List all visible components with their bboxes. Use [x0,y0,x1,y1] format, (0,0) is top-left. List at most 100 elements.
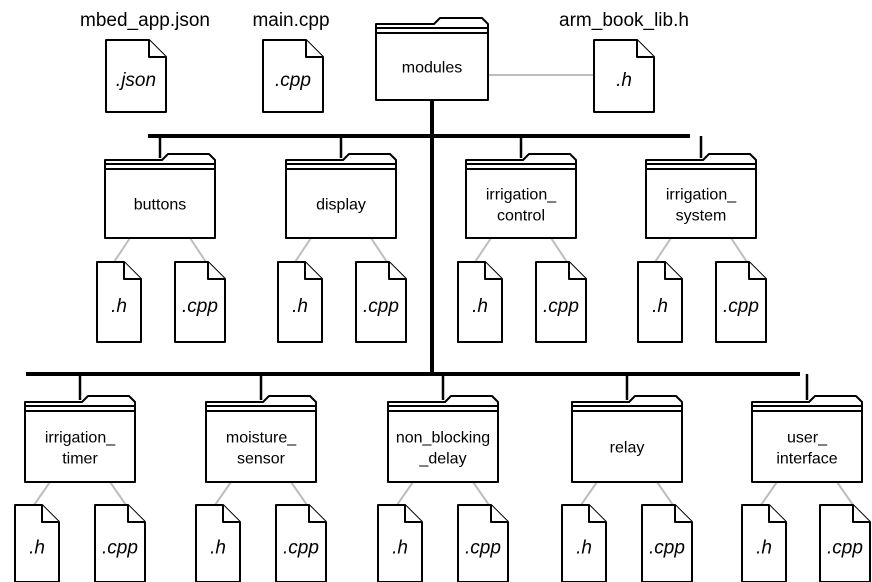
file-extension-label: .cpp [723,296,759,317]
folder-icon [751,405,863,483]
row1-folder[interactable]: display [285,153,397,239]
file-connector [474,237,492,263]
file-connector [33,481,51,506]
folder-label: relay [610,440,645,457]
folder-icon [465,163,577,239]
top-file[interactable]: .h [593,39,655,113]
file-extension-label: .h [210,538,226,559]
row1-file-cpp[interactable]: .cpp [535,261,587,343]
folder-label-line1: moisture_ [226,430,297,447]
file-icon [561,504,607,582]
file-connector [396,481,414,506]
file-icon [715,261,767,343]
top-file-name: arm_book_lib.h [559,10,689,31]
folder-label-line1: non_blocking [396,430,490,447]
row2-folder[interactable]: irrigation_timer [24,395,136,483]
file-corner-fold [490,505,508,523]
row1-file-cpp[interactable]: .cpp [174,261,226,343]
row1-folder[interactable]: irrigation_control [465,153,577,239]
folder-label: buttons [134,197,186,214]
file-extension-label: .cpp [182,296,218,317]
top-file[interactable]: .json [105,39,167,113]
folder-tab-icon [375,17,489,28]
file-corner-fold [588,505,606,523]
file-connector [472,481,490,506]
row1-file-cpp[interactable]: .cpp [715,261,767,343]
file-corner-fold [388,262,406,280]
row2-file-cpp[interactable]: .cpp [275,504,327,582]
file-connector [760,481,778,506]
row2-folder[interactable]: non_blocking_delay [387,395,499,483]
row2-file-h[interactable]: .h [561,504,607,582]
file-icon [174,261,226,343]
file-extension-label: .h [652,296,668,317]
folder-icon [285,163,397,239]
file-icon [277,261,323,343]
row2-file-cpp[interactable]: .cpp [641,504,693,582]
folder-label-line1: irrigation_ [45,430,116,447]
folder-label-line2: timer [62,451,98,468]
row2-file-cpp[interactable]: .cpp [457,504,509,582]
file-icon [14,504,60,582]
row1-file-h[interactable]: .h [277,261,323,343]
row1-folder[interactable]: buttons [104,153,216,239]
file-corner-fold [768,505,786,523]
folder-tab-icon [104,153,216,164]
file-connector [730,237,748,263]
top-file-name: mbed_app.json [80,10,210,31]
connector-lines [26,74,854,506]
file-corner-fold [308,505,326,523]
file-connector [580,481,598,506]
file-icon [457,504,509,582]
file-icon [195,504,241,582]
folder-icon [571,405,683,483]
row2-folder[interactable]: moisture_sensor [205,395,317,483]
folder-icon [205,405,317,483]
file-icon [275,504,327,582]
file-extension-label: .cpp [827,538,863,559]
file-corner-fold [404,505,422,523]
row2-file-cpp[interactable]: .cpp [94,504,146,582]
file-corner-fold [748,262,766,280]
file-extension-label: .h [292,296,308,317]
folder-icon [645,163,757,239]
row1-file-h[interactable]: .h [637,261,683,343]
file-corner-fold [222,505,240,523]
file-extension-label: .h [756,538,772,559]
row1-file-cpp[interactable]: .cpp [355,261,407,343]
file-icon [355,261,407,343]
row2-folder[interactable]: relay [571,395,683,483]
row2-folder[interactable]: user_interface [751,395,863,483]
file-icon [641,504,693,582]
file-connector [836,481,854,506]
row2-file-h[interactable]: .h [377,504,423,582]
file-extension-label: .cpp [102,538,138,559]
file-corner-fold [123,262,141,280]
row2-file-h[interactable]: .h [741,504,787,582]
file-extension-label: .h [472,296,488,317]
row1-folder[interactable]: irrigation_system [645,153,757,239]
folder-label-line2: system [676,208,727,225]
folder-tab-icon [465,153,577,164]
folder-label-line2: control [497,208,545,225]
row1-file-h[interactable]: .h [96,261,142,343]
row1-file-h[interactable]: .h [457,261,503,343]
file-corner-fold [674,505,692,523]
top-file[interactable]: .cpp [262,39,324,113]
row2-file-h[interactable]: .h [14,504,60,582]
file-connector [113,237,131,263]
file-icon [819,504,871,582]
folder-label-line1: irrigation_ [486,187,557,204]
diagram-nodes: mbed_app.json.jsonmain.cpp.cpparm_book_l… [14,10,871,582]
folder-icon [104,163,216,239]
folder-tab-icon [645,153,757,164]
file-extension-label: .cpp [465,538,501,559]
modules-folder[interactable]: modules [375,17,489,101]
row2-file-h[interactable]: .h [195,504,241,582]
file-connector [109,481,127,506]
file-connector [189,237,207,263]
file-connector [370,237,388,263]
row2-file-cpp[interactable]: .cpp [819,504,871,582]
file-extension-label: .cpp [363,296,399,317]
